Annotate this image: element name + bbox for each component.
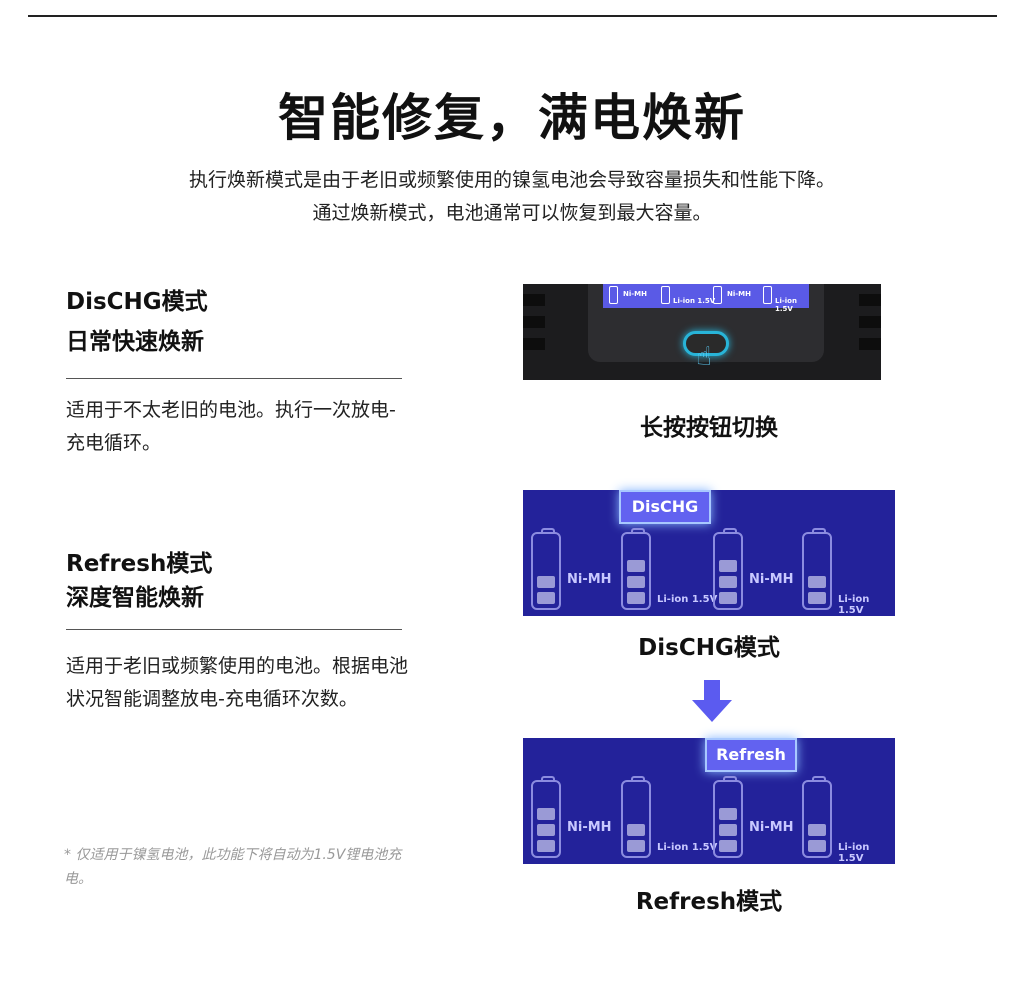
refresh-description: 适用于老旧或频繁使用的电池。根据电池状况智能调整放电-充电循环次数。 [66, 655, 409, 710]
charge-bar [719, 824, 737, 836]
battery-type-label: Ni-MH [567, 820, 612, 835]
divider [66, 378, 402, 379]
charge-bar [537, 840, 555, 852]
battery-icon [621, 528, 651, 610]
battery-type-label: Ni-MH [749, 572, 794, 587]
charge-bar [627, 824, 645, 836]
charge-bar [808, 824, 826, 836]
battery-icon [531, 776, 561, 858]
refresh-caption: Refresh模式 [635, 889, 783, 915]
charge-bar [537, 824, 555, 836]
dischg-caption: DisCHG模式 [638, 635, 780, 661]
hand-pointer-icon: ☝ [696, 342, 712, 372]
dischg-subheading: 日常快速焕新 [66, 329, 204, 355]
slot-label: Ni-MH [727, 290, 751, 298]
slot-label: Li-ion 1.5V [775, 297, 797, 313]
charge-bar [719, 592, 737, 604]
charge-bar [627, 576, 645, 588]
divider [66, 629, 402, 630]
subtitle-line-2: 通过焕新模式，电池通常可以恢复到最大容量。 [312, 202, 712, 224]
battery-icon [621, 776, 651, 858]
page-title: 智能修复，满电焕新 [278, 89, 746, 147]
charge-bar [719, 840, 737, 852]
charger-screen: Ni-MH Li-ion 1.5V Ni-MH Li-ion 1.5V [603, 284, 809, 313]
battery-type-label: Ni-MH [749, 820, 794, 835]
mode-badge: DisCHG [619, 490, 711, 524]
device-caption: 长按按钮切换 [640, 415, 778, 441]
refresh-subheading: 深度智能焕新 [66, 585, 204, 611]
charge-bar [808, 576, 826, 588]
charge-bar [627, 592, 645, 604]
battery-type-label: Li-ion 1.5V [838, 594, 870, 616]
footnote: * 仅适用于镍氢电池，此功能下将自动为1.5V锂电池充电。 [64, 847, 402, 887]
charge-bar [719, 560, 737, 572]
battery-type-label: Li-ion 1.5V [838, 842, 870, 864]
battery-icon [713, 776, 743, 858]
dischg-screen-panel: DisCHG Ni-MH Li-ion 1.5V Ni-MH Li-ion 1.5V [523, 490, 895, 616]
charge-bar [537, 576, 555, 588]
battery-icon [802, 776, 832, 858]
mode-badge: Refresh [705, 738, 797, 772]
charge-bar [627, 560, 645, 572]
dischg-heading: DisCHG模式 [66, 289, 208, 315]
battery-type-label: Li-ion 1.5V [657, 842, 718, 853]
charge-bar [808, 592, 826, 604]
battery-icon [802, 528, 832, 610]
battery-icon [531, 528, 561, 610]
battery-type-label: Ni-MH [567, 572, 612, 587]
charge-bar [537, 592, 555, 604]
charge-bar [627, 840, 645, 852]
slot-label: Ni-MH [623, 290, 647, 298]
charge-bar [719, 576, 737, 588]
top-divider [28, 15, 997, 17]
battery-type-label: Li-ion 1.5V [657, 594, 718, 605]
charger-device-image: Ni-MH Li-ion 1.5V Ni-MH Li-ion 1.5V ☝ [523, 284, 881, 380]
slot-label: Li-ion 1.5V [673, 297, 716, 305]
arrow-down-icon [692, 680, 732, 722]
battery-icon [713, 528, 743, 610]
charge-bar [537, 808, 555, 820]
mode-button[interactable] [683, 331, 729, 356]
charge-bar [719, 808, 737, 820]
refresh-heading: Refresh模式 [66, 551, 213, 577]
subtitle-line-1: 执行焕新模式是由于老旧或频繁使用的镍氢电池会导致容量损失和性能下降。 [188, 169, 835, 191]
dischg-description: 适用于不太老旧的电池。执行一次放电-充电循环。 [66, 399, 396, 454]
charge-bar [808, 840, 826, 852]
